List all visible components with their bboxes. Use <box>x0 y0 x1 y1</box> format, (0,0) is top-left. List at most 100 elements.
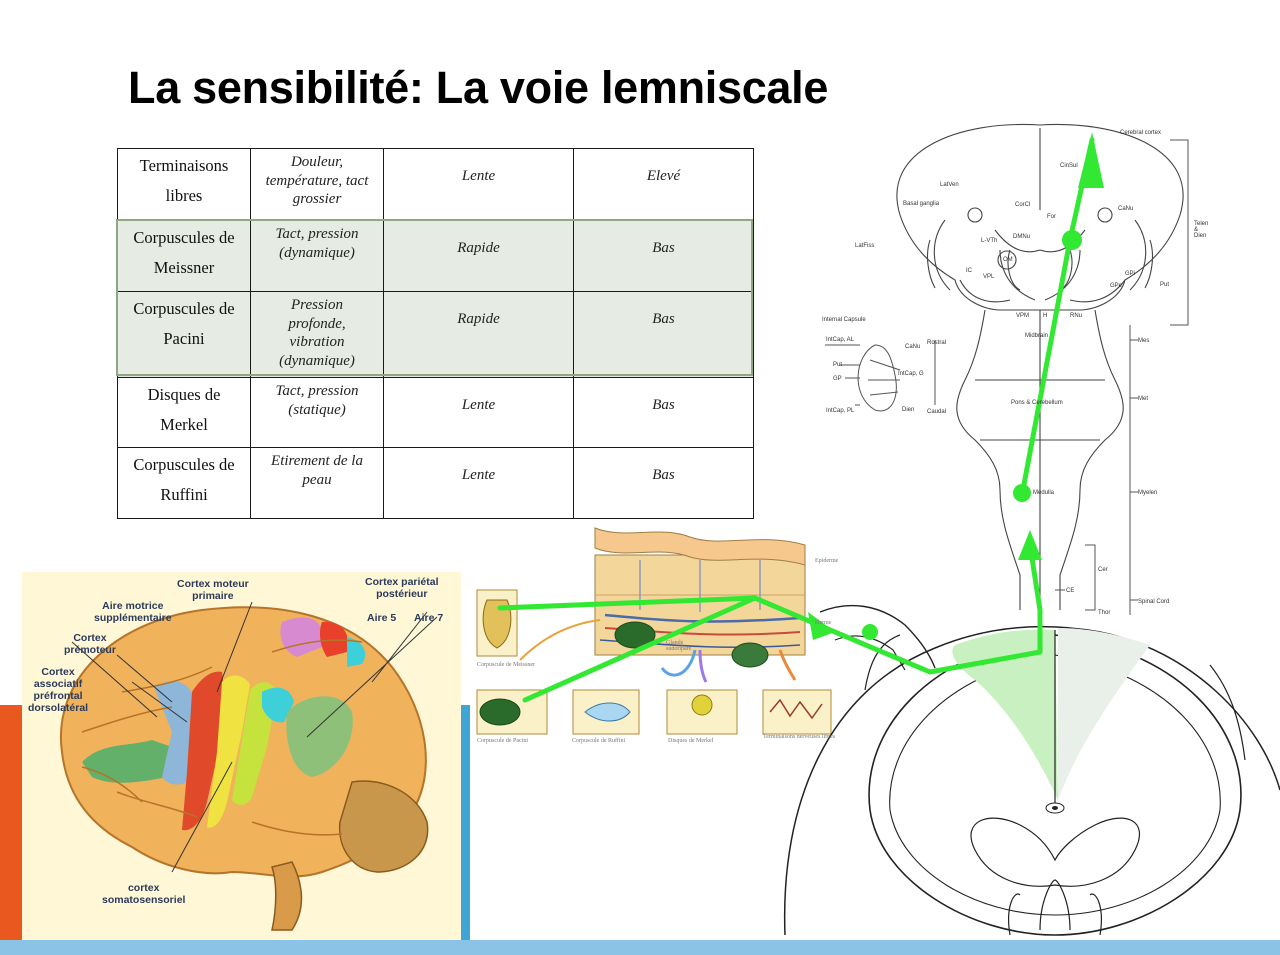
spinal-cord-section <box>783 604 1280 936</box>
label-cortex-moteur: Cortex moteur primaire <box>177 578 249 602</box>
accent-bar-orange <box>0 705 22 940</box>
cell-adaptation-speed: Lente <box>383 148 574 221</box>
label-derme: Derme <box>815 620 832 626</box>
cell-receptor-name-line: Ruffini <box>160 485 208 504</box>
cell-threshold: Elevé <box>573 148 754 221</box>
label-aire-5: Aire 5 <box>367 612 397 624</box>
cell-stimulus-line: (statique) <box>288 401 346 418</box>
brainstem-label-cerebral-cortex: Cerebral cortex <box>1120 130 1162 136</box>
brainstem-label-latven: LatVen <box>940 182 959 188</box>
brainstem-label-gpe: GPe <box>1110 283 1123 289</box>
label-merkel-thumb: Disques de Merkel <box>668 738 714 744</box>
internal-capsule-inset <box>825 340 936 412</box>
cell-threshold: Bas <box>573 291 754 378</box>
brainstem-label-pons: Pons & Cerebellum <box>1011 400 1063 406</box>
brainstem-label-basal-ganglia: Basal ganglia <box>903 201 940 207</box>
brainstem-label-intcap-g: IntCap, G <box>898 371 924 377</box>
brainstem-label-ic: IC <box>966 268 972 274</box>
brainstem-label-met: Met <box>1138 396 1149 402</box>
cell-receptor-name-line: Pacini <box>163 329 205 348</box>
brainstem-label-latfiss: LatFiss <box>855 243 875 249</box>
brainstem <box>956 309 1124 610</box>
brainstem-label-put2: Put <box>833 362 843 368</box>
cell-receptor-name-line: Disques de <box>147 385 221 404</box>
brain-drawing <box>59 601 438 931</box>
label-glande: Glande sudoripare <box>666 640 692 652</box>
cell-threshold: Bas <box>573 220 754 292</box>
label-cortex-parietal: Cortex pariétal postérieur <box>365 576 439 600</box>
brainstem-label-thor: Thor <box>1098 610 1111 616</box>
cell-receptor-name: Corpuscules de Pacini <box>117 291 251 378</box>
cell-adaptation-speed: Lente <box>383 447 574 519</box>
label-cortex-prefrontal: Cortex associatif préfrontal dorsolatéra… <box>28 666 89 714</box>
brainstem-label-intcap-pl: IntCap, PL <box>826 408 855 414</box>
brainstem-label-dmnu: DMNu <box>1013 234 1031 240</box>
brainstem-label-gpi: GPi <box>1125 271 1136 277</box>
cell-stimulus-line: vibration <box>289 334 345 350</box>
brainstem-label-midbrain: Midbrain <box>1025 333 1049 339</box>
receptor-table: Terminaisons libres Douleur, température, t… <box>117 148 754 519</box>
cell-stimulus-line: (dynamique) <box>279 244 355 261</box>
cell-receptor-name-line: Corpuscules de <box>133 299 235 318</box>
cell-stimulus-line: (dynamique) <box>279 352 355 369</box>
brainstem-label-medulla: Medulla <box>1033 490 1055 496</box>
label-epiderme: Epiderme <box>815 558 839 564</box>
brainstem-label-vpl: VPL <box>983 274 995 280</box>
cell-stimulus-line: peau <box>302 471 332 488</box>
accent-bar-blue-vertical <box>461 705 470 940</box>
brainstem-label-mes: Mes <box>1138 338 1150 344</box>
cell-receptor-name: Corpuscules de Ruffini <box>117 447 251 519</box>
brainstem-label-cer: Cer <box>1098 567 1108 573</box>
brainstem-label-caudal: Caudal <box>927 409 947 415</box>
cell-stimulus-line: Douleur, <box>290 154 344 170</box>
label-cortex-premoteur: Cortex prémoteur <box>64 632 116 656</box>
cell-adaptation-speed: Rapide <box>383 220 574 292</box>
brainstem-label-rostral: Rostral <box>927 340 947 346</box>
cell-receptor-name-line: Terminaisons <box>139 156 229 175</box>
cell-stimulus-line: profonde, <box>288 315 346 332</box>
cell-receptor-name-line: Merkel <box>160 415 208 434</box>
brainstem-label-h: H <box>1043 313 1048 319</box>
brain-illustration: Cortex moteur primaire Cortex pariétal p… <box>22 572 461 940</box>
label-cortex-somatosensoriel: cortex somatosensoriel <box>102 882 186 906</box>
label-ruffini-thumb: Corpuscule de Ruffini <box>572 738 626 744</box>
coronal-section <box>896 123 1184 311</box>
brainstem-label-dien: Dien <box>902 407 915 413</box>
label-meissner-thumb: Corpuscule de Meissner <box>477 662 535 668</box>
brainstem-label-for: For <box>1047 214 1056 220</box>
brainstem-label-put: Put <box>1160 282 1170 288</box>
brainstem-label-canu2: CaNu <box>905 344 921 350</box>
cell-receptor-name-line: Corpuscules de <box>133 228 235 247</box>
slide-title: La sensibilité: La voie lemniscale <box>128 62 829 113</box>
level-brackets <box>1055 139 1189 615</box>
brainstem-label-gp: GP <box>833 376 842 382</box>
brainstem-label-ce: CE <box>1066 588 1075 594</box>
cell-stimulus-line: Tact, pression <box>275 383 359 399</box>
brainstem-label-lvth: L-VTh <box>981 238 998 244</box>
brainstem-label-cinsul: CinSul <box>1060 163 1078 169</box>
accent-bar-blue-horizontal <box>0 940 1280 955</box>
brainstem-label-myelen: Myelen <box>1138 490 1158 496</box>
label-libres-thumb: Terminaisons nerveuses libres <box>763 734 836 740</box>
cell-stimulus-line: grossier <box>292 191 342 207</box>
cell-adaptation-speed: Rapide <box>383 291 574 378</box>
brainstem-label-intcap-al: IntCap, AL <box>826 337 855 343</box>
cell-adaptation-speed: Lente <box>383 377 574 448</box>
lemniscal-pathway <box>497 132 1104 703</box>
cell-receptor-name-line: Corpuscules de <box>133 455 235 474</box>
cell-threshold: Bas <box>573 377 754 448</box>
brainstem-label-vpm: VPM <box>1016 313 1030 319</box>
cell-stimulus-line: Tact, pression <box>275 226 359 242</box>
label-aire-7: Aire 7 <box>414 612 444 624</box>
brainstem-label-om: OM <box>1003 257 1013 263</box>
cell-stimulus-line: température, tact <box>265 172 369 189</box>
cell-receptor-name-line: libres <box>165 186 203 205</box>
table-row: Disques de Merkel Tact, pression (statique)… <box>117 377 754 448</box>
